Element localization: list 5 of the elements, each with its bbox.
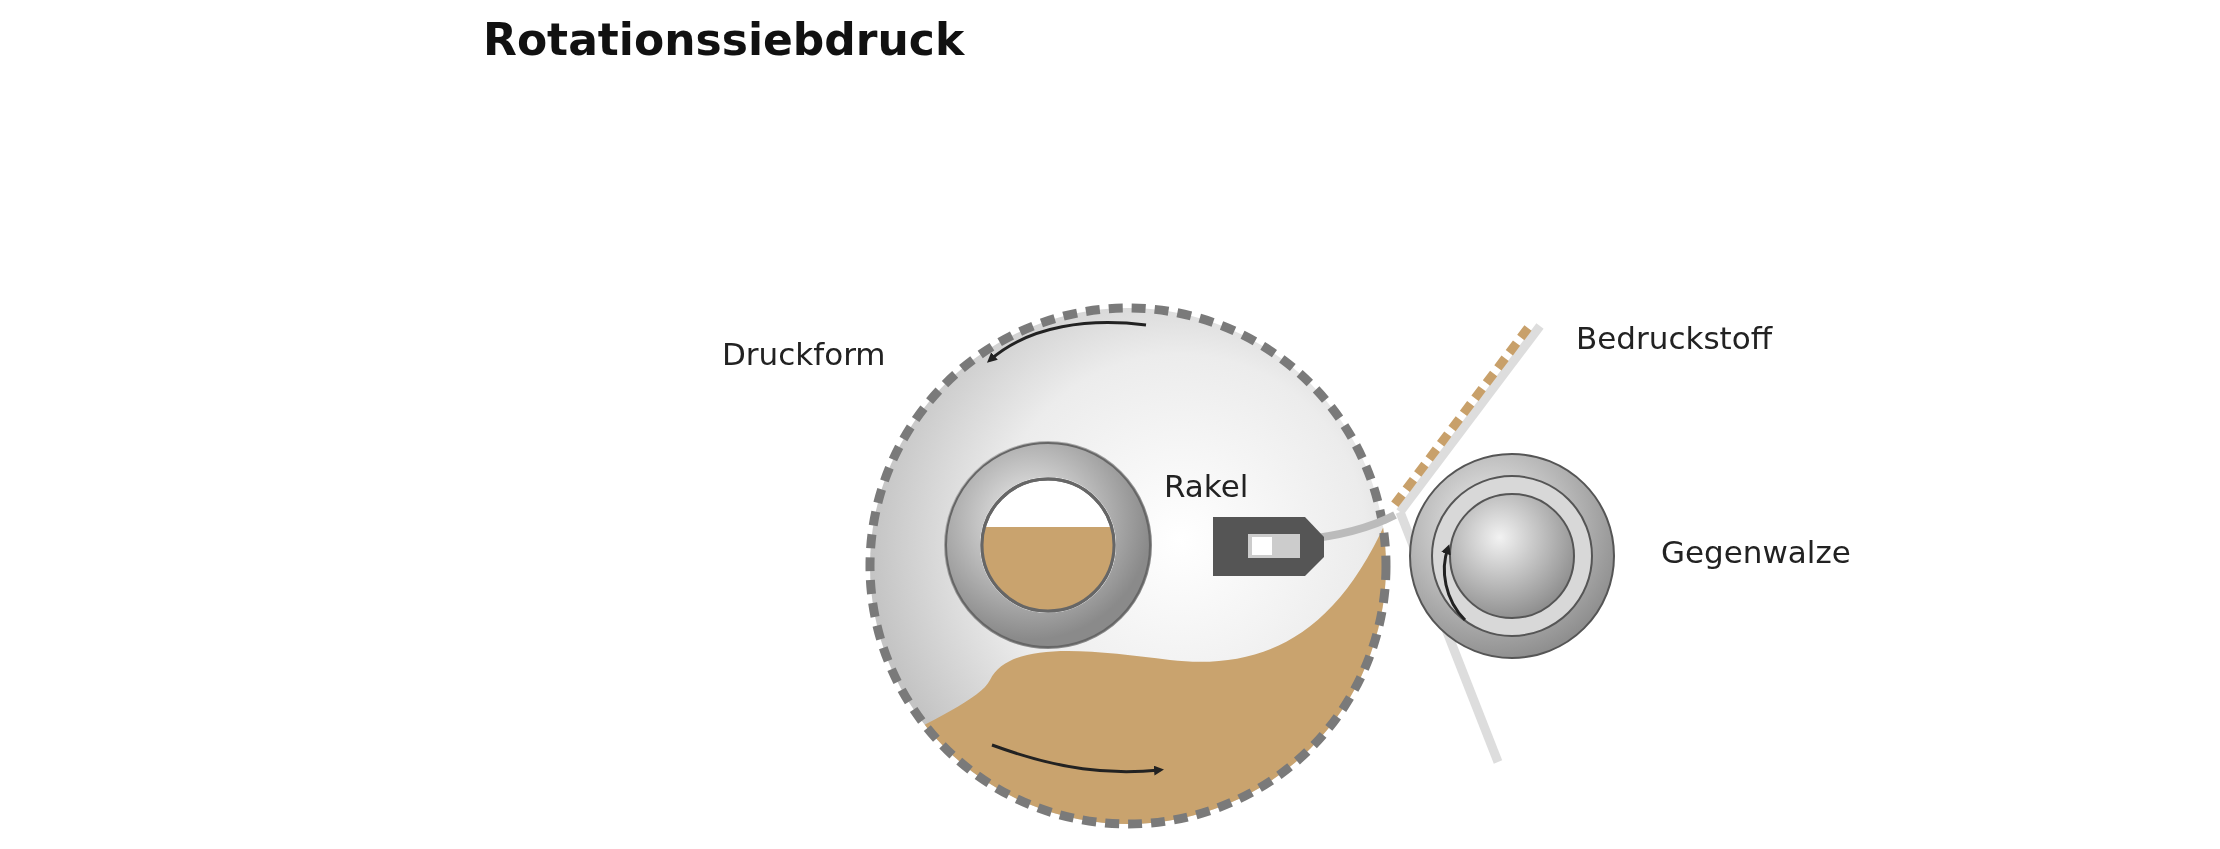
part-label: Rakel bbox=[1164, 468, 1249, 504]
part-label: Bedruckstoff bbox=[1576, 320, 1773, 356]
diagram-title: Rotationssiebdruck bbox=[483, 14, 965, 65]
part-label: Gegenwalze bbox=[1661, 534, 1851, 570]
part-label: Druckform bbox=[722, 336, 886, 372]
